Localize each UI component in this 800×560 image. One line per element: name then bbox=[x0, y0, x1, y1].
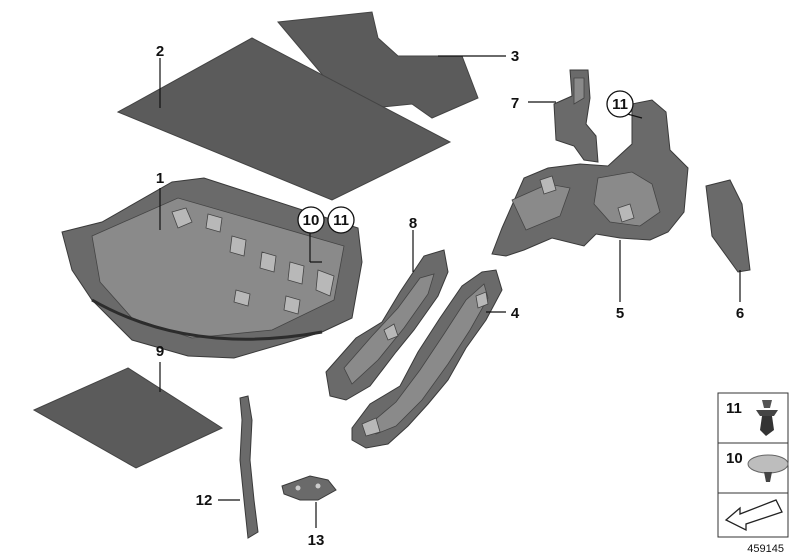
legend-item-10[interactable]: 10 bbox=[717, 442, 789, 494]
part-13-cover[interactable] bbox=[281, 475, 337, 501]
part-9-pad[interactable] bbox=[32, 367, 224, 469]
label-12: 12 bbox=[196, 492, 213, 509]
callout-10-circle: 10 bbox=[297, 206, 325, 234]
label-4: 4 bbox=[511, 305, 520, 322]
legend-item-orientation bbox=[717, 492, 789, 538]
part-6-pad[interactable] bbox=[705, 179, 751, 273]
part-5-wheel-arch[interactable] bbox=[491, 99, 689, 257]
svg-text:11: 11 bbox=[612, 96, 628, 113]
part-1-floor-insulation[interactable] bbox=[61, 177, 363, 359]
label-13: 13 bbox=[308, 532, 325, 549]
label-9: 9 bbox=[156, 343, 164, 360]
part-7-bracket[interactable] bbox=[553, 69, 599, 163]
label-5: 5 bbox=[616, 305, 624, 322]
part-8-side-panel[interactable] bbox=[325, 249, 449, 401]
orientation-arrow-icon bbox=[724, 499, 783, 532]
legend-item-11[interactable]: 11 bbox=[717, 392, 789, 444]
label-6: 6 bbox=[736, 305, 744, 322]
svg-text:10: 10 bbox=[726, 450, 743, 467]
part-4-side-insulation[interactable] bbox=[351, 269, 503, 449]
part-12-strip[interactable] bbox=[239, 395, 259, 539]
callout-11-circle: 11 bbox=[327, 206, 355, 234]
diagram-id: 459145 bbox=[747, 543, 784, 555]
leader-lines bbox=[159, 55, 741, 528]
callout-11-circle-right: 11 bbox=[606, 90, 634, 118]
label-8: 8 bbox=[409, 215, 417, 232]
svg-text:10: 10 bbox=[303, 212, 320, 229]
svg-text:11: 11 bbox=[726, 400, 742, 417]
label-2: 2 bbox=[156, 43, 164, 60]
push-rivet-icon bbox=[756, 400, 778, 436]
part-2-pad[interactable] bbox=[116, 37, 452, 201]
label-3: 3 bbox=[511, 48, 519, 65]
label-7: 7 bbox=[511, 95, 519, 112]
svg-text:11: 11 bbox=[333, 212, 349, 229]
round-plug-icon bbox=[747, 454, 789, 482]
label-1: 1 bbox=[156, 170, 164, 187]
